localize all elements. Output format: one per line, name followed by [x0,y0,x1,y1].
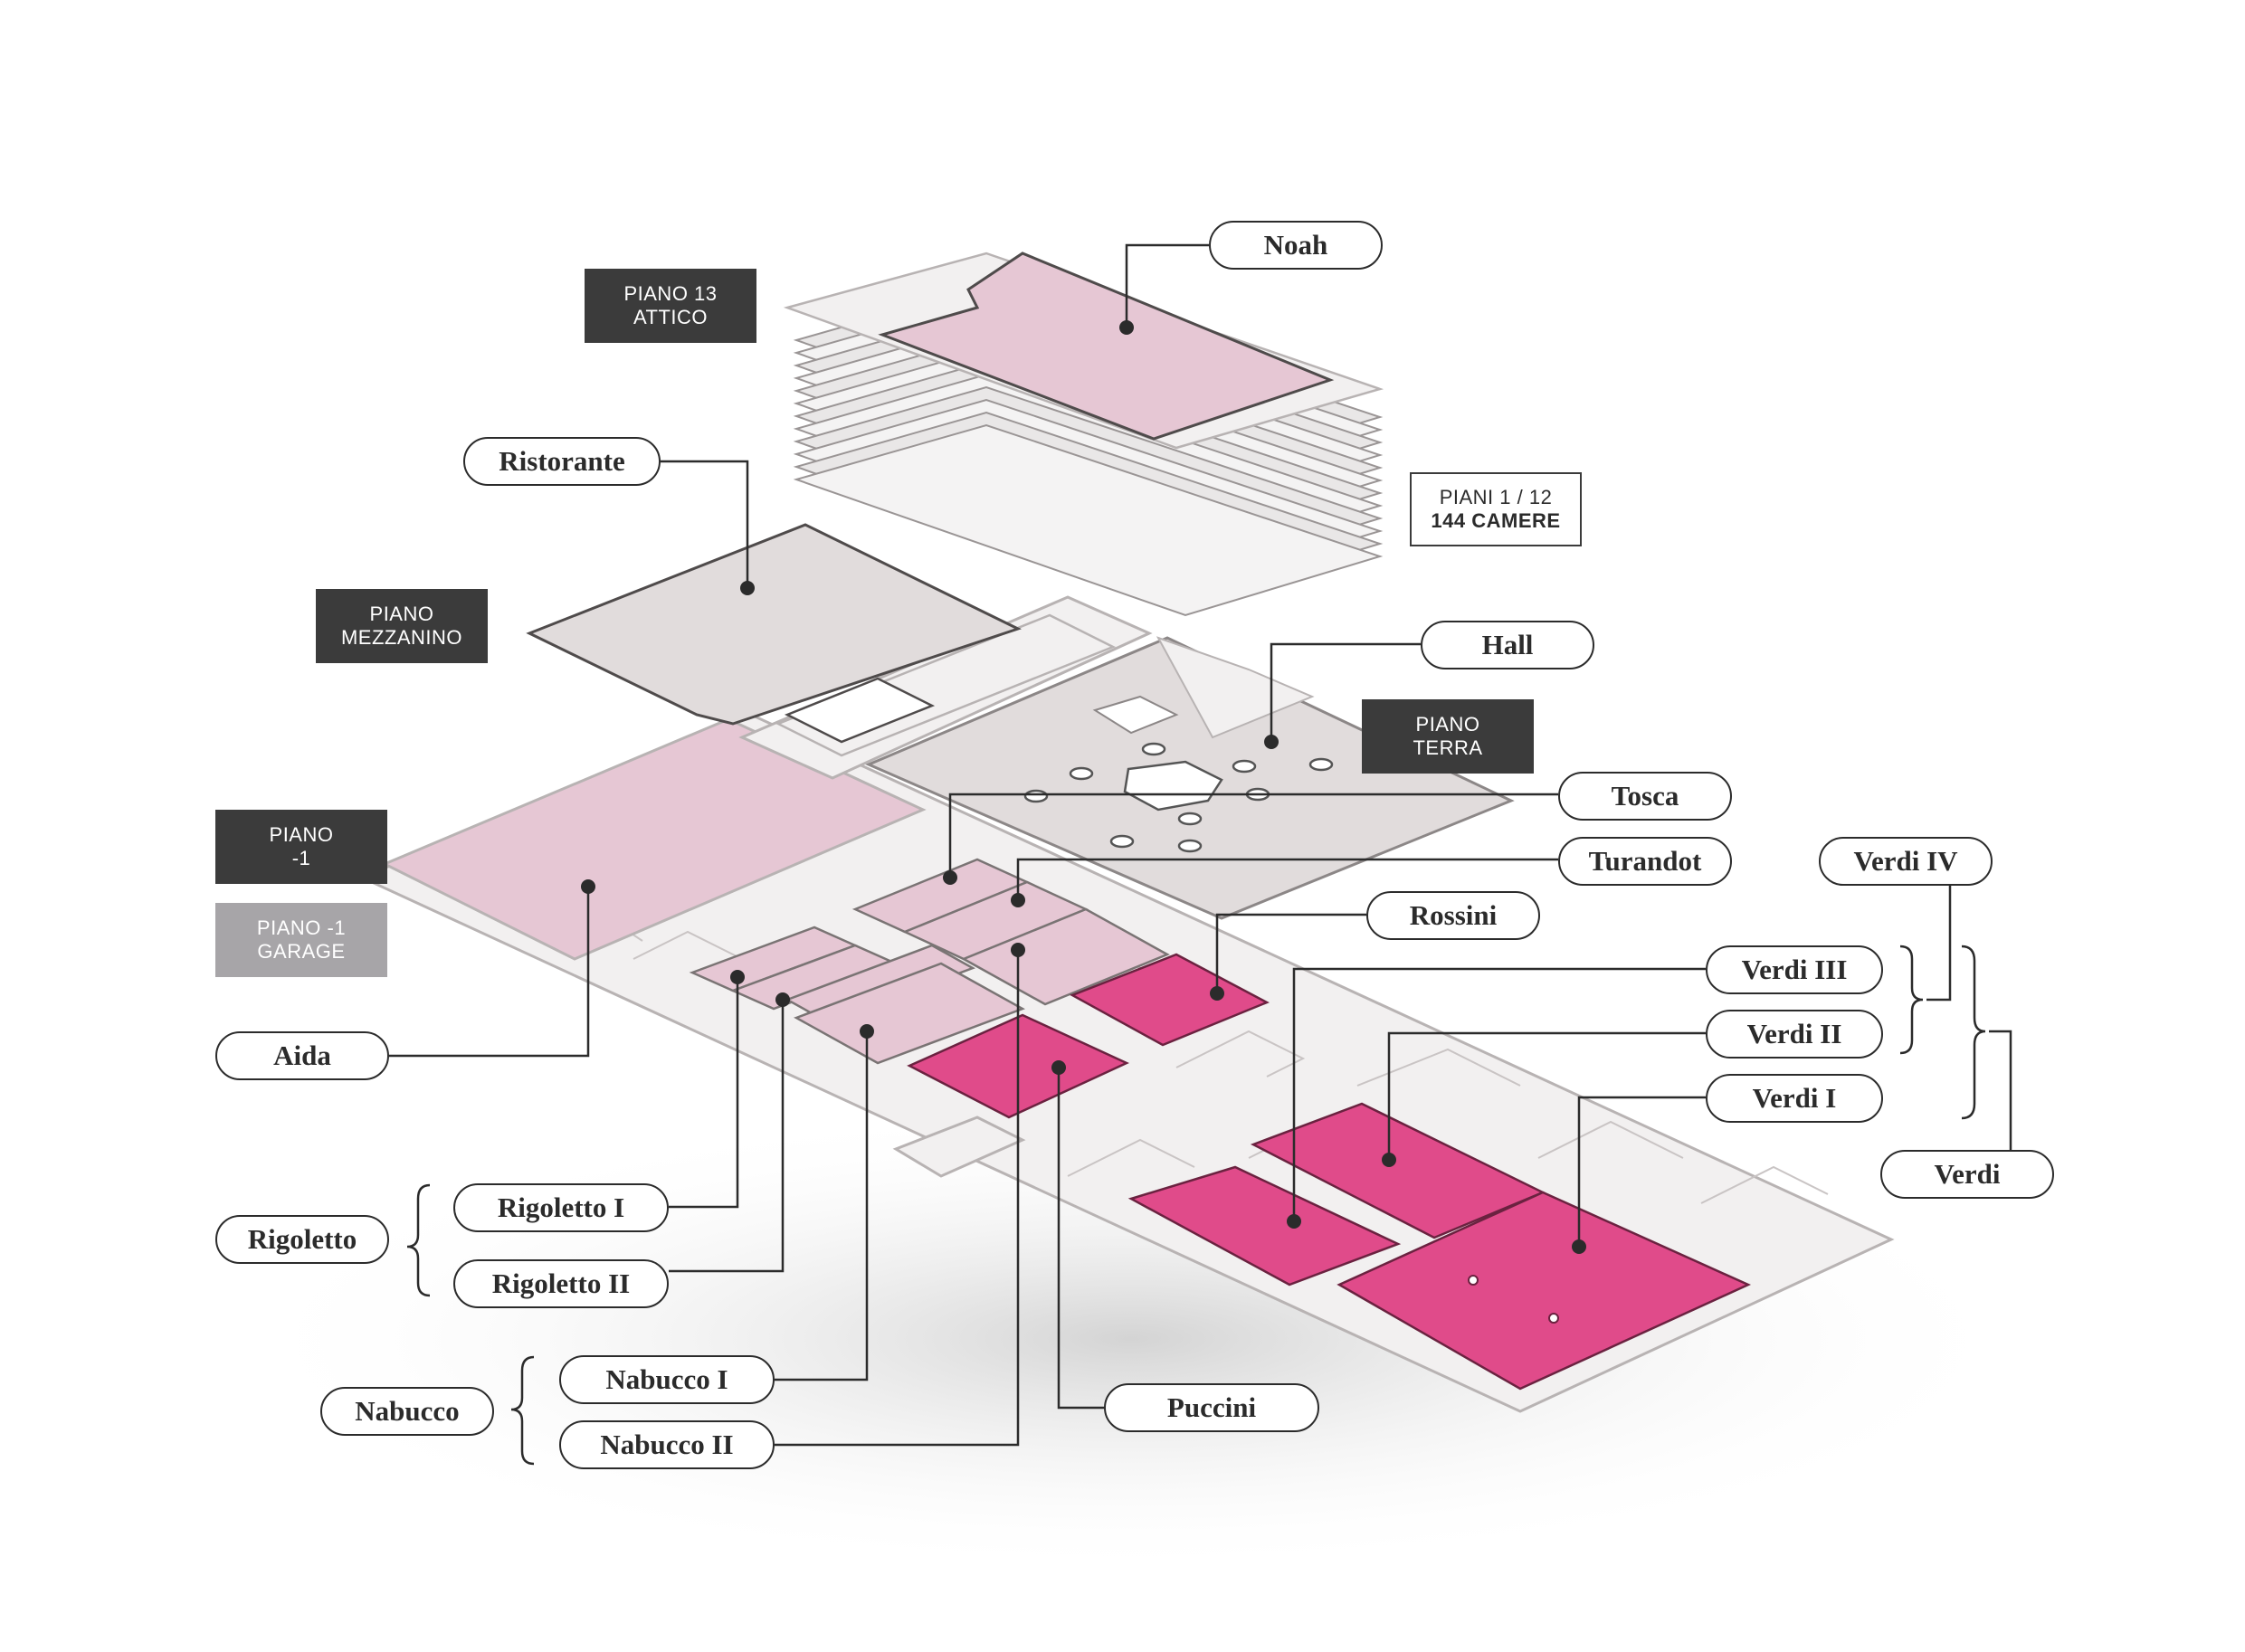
label-rossini[interactable]: Rossini [1366,891,1540,940]
label-aida[interactable]: Aida [215,1031,389,1080]
leader-dot [1572,1239,1586,1254]
label-verdi-i[interactable]: Verdi I [1706,1074,1883,1123]
label-tosca[interactable]: Tosca [1558,772,1732,821]
hexagon-feature [1123,760,1223,812]
leader-dot [1011,943,1025,957]
brace-nabucco [510,1355,535,1466]
leader-dot [581,879,595,894]
label-verdi[interactable]: Verdi [1880,1150,2054,1199]
label-verdi-iii[interactable]: Verdi III [1706,945,1883,994]
room-nabucco-ii[interactable] [794,962,1025,1065]
leader-puccini [1057,1068,1104,1410]
tower-floor-slab [793,423,1384,617]
hall-columns [1023,742,1334,853]
leader-dot [1011,893,1025,907]
room-verdi-iii[interactable] [1127,1165,1402,1286]
brace-rigoletto [406,1183,431,1297]
leader-verdi-iv [1926,886,1952,1002]
leader-dot [860,1024,874,1039]
label-nabucco[interactable]: Nabucco [320,1387,494,1436]
ground-floor-wing [1156,636,1315,739]
label-noah[interactable]: Noah [1209,221,1383,270]
leader-dot [1210,986,1224,1001]
room-aida[interactable] [381,717,927,961]
label-nabucco-ii[interactable]: Nabucco II [559,1420,775,1469]
leader-noah [1125,243,1209,328]
leader-nabucco-i [775,1031,869,1381]
leader-dot [1119,320,1134,335]
leader-dot [1382,1153,1396,1167]
leader-dot [1264,735,1279,749]
leader-dot [1051,1060,1066,1075]
leader-rossini [1215,913,1366,993]
basement-annex [892,1116,1026,1178]
column-dot [1468,1275,1479,1286]
leader-dots [581,320,1586,1254]
leader-verdi-iii [1292,967,1706,1221]
label-rigoletto-ii[interactable]: Rigoletto II [453,1259,669,1308]
floor-piano-13 [783,252,1384,450]
leader-lines [389,243,2012,1447]
leader-turandot [1016,858,1558,900]
brace-verdi-all [1961,945,1986,1120]
leader-verdi-i [1577,1096,1706,1247]
leader-ristorante [661,460,749,588]
column-dot [1548,1313,1559,1324]
mezzanine-room [784,677,936,744]
room-verdi-i[interactable] [1337,1191,1752,1391]
label-verdi-iv[interactable]: Verdi IV [1819,837,1993,886]
leader-dot [943,870,957,885]
leader-verdi [1989,1030,2012,1150]
leader-rigoletto-ii [669,1000,785,1273]
leader-rigoletto-i [669,977,739,1209]
leader-hall [1270,642,1421,742]
grand-staircase [1092,695,1179,735]
room-ristorante[interactable] [526,523,1022,726]
leader-verdi-ii [1387,1031,1706,1160]
label-verdi-ii[interactable]: Verdi II [1706,1010,1883,1059]
leader-dot [740,581,755,595]
brace-verdi-ii-iii [1899,945,1924,1055]
floor-mezzanino [526,523,1117,757]
label-rigoletto-i[interactable]: Rigoletto I [453,1183,669,1232]
tag-piano-meno-1: PIANO-1 [215,810,387,884]
label-turandot[interactable]: Turandot [1558,837,1732,886]
room-noah[interactable] [878,252,1335,441]
group-braces [406,945,1986,1466]
label-ristorante[interactable]: Ristorante [463,437,661,486]
leader-dot [730,970,745,984]
label-nabucco-i[interactable]: Nabucco I [559,1355,775,1404]
label-rigoletto[interactable]: Rigoletto [215,1215,389,1264]
leader-nabucco-ii [775,950,1020,1447]
leader-tosca [948,793,1558,878]
leader-dot [775,992,790,1007]
label-hall[interactable]: Hall [1421,621,1594,669]
leader-dot [1287,1214,1301,1229]
leader-aida [389,887,590,1058]
label-puccini[interactable]: Puccini [1104,1383,1319,1432]
